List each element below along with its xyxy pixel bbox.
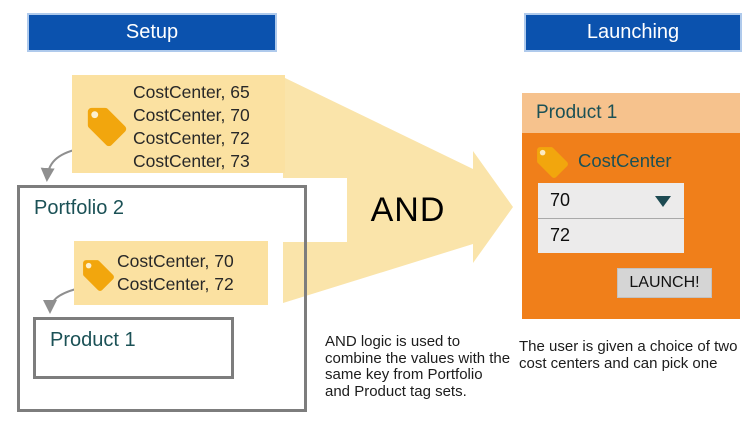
product-connector-arrow-icon xyxy=(43,288,77,314)
cost-center-dropdown[interactable]: 70 72 xyxy=(538,183,684,253)
dropdown-selected-row[interactable]: 70 xyxy=(538,183,684,218)
tag-icon xyxy=(87,107,127,147)
and-logic-caption: AND logic is used to combine the values … xyxy=(325,333,525,400)
chevron-down-icon[interactable] xyxy=(655,196,671,207)
caption-line: combine the values with the xyxy=(325,349,511,367)
product-box: Product 1 xyxy=(33,317,234,379)
launching-header-label: Launching xyxy=(586,21,680,43)
caption-line: and Product tag sets. xyxy=(325,382,467,400)
tag-icon xyxy=(83,260,114,291)
product-tag-set: CostCenter, 70 CostCenter, 72 xyxy=(74,241,268,305)
tag-line: CostCenter, 70 xyxy=(117,251,234,271)
setup-header: Setup xyxy=(27,13,277,52)
launch-panel-header: Product 1 xyxy=(522,93,740,133)
big-and-arrow xyxy=(283,77,513,303)
caption-line: The user is given a choice of two xyxy=(519,338,738,355)
dropdown-selected-value: 70 xyxy=(550,190,571,210)
portfolio-title: Portfolio 2 xyxy=(34,197,125,219)
caption-line: same key from Portfolio xyxy=(325,366,483,383)
launch-choice-caption: The user is given a choice of two cost c… xyxy=(519,338,744,372)
portfolio-box: Portfolio 2 xyxy=(17,185,307,412)
launch-panel-title: Product 1 xyxy=(536,102,618,123)
caption-line: cost centers and can pick one xyxy=(519,354,718,372)
launch-panel-body: CostCenter 70 72 LAUNCH! xyxy=(522,133,740,319)
launching-header: Launching xyxy=(524,13,742,52)
product-title: Product 1 xyxy=(50,329,136,351)
tag-icon xyxy=(537,147,568,178)
tag-line: CostCenter, 72 xyxy=(117,274,234,294)
setup-header-label: Setup xyxy=(125,21,179,43)
portfolio-tag-set: CostCenter, 65 CostCenter, 70 CostCenter… xyxy=(72,75,285,173)
dropdown-option-row[interactable]: 72 xyxy=(538,218,684,252)
tag-line: CostCenter, 73 xyxy=(133,151,250,171)
tag-line: CostCenter, 70 xyxy=(133,105,250,125)
tag-line: CostCenter, 72 xyxy=(133,128,250,148)
dropdown-option-value: 72 xyxy=(550,225,571,245)
launch-panel: Product 1 CostCenter 70 72 LAUNCH! xyxy=(522,93,740,319)
launch-button[interactable]: LAUNCH! xyxy=(617,268,712,298)
and-logic-label: AND xyxy=(370,191,446,229)
tag-line: CostCenter, 65 xyxy=(133,82,250,102)
caption-line: AND logic is used to xyxy=(325,333,461,350)
cost-center-key-label: CostCenter xyxy=(578,150,672,171)
